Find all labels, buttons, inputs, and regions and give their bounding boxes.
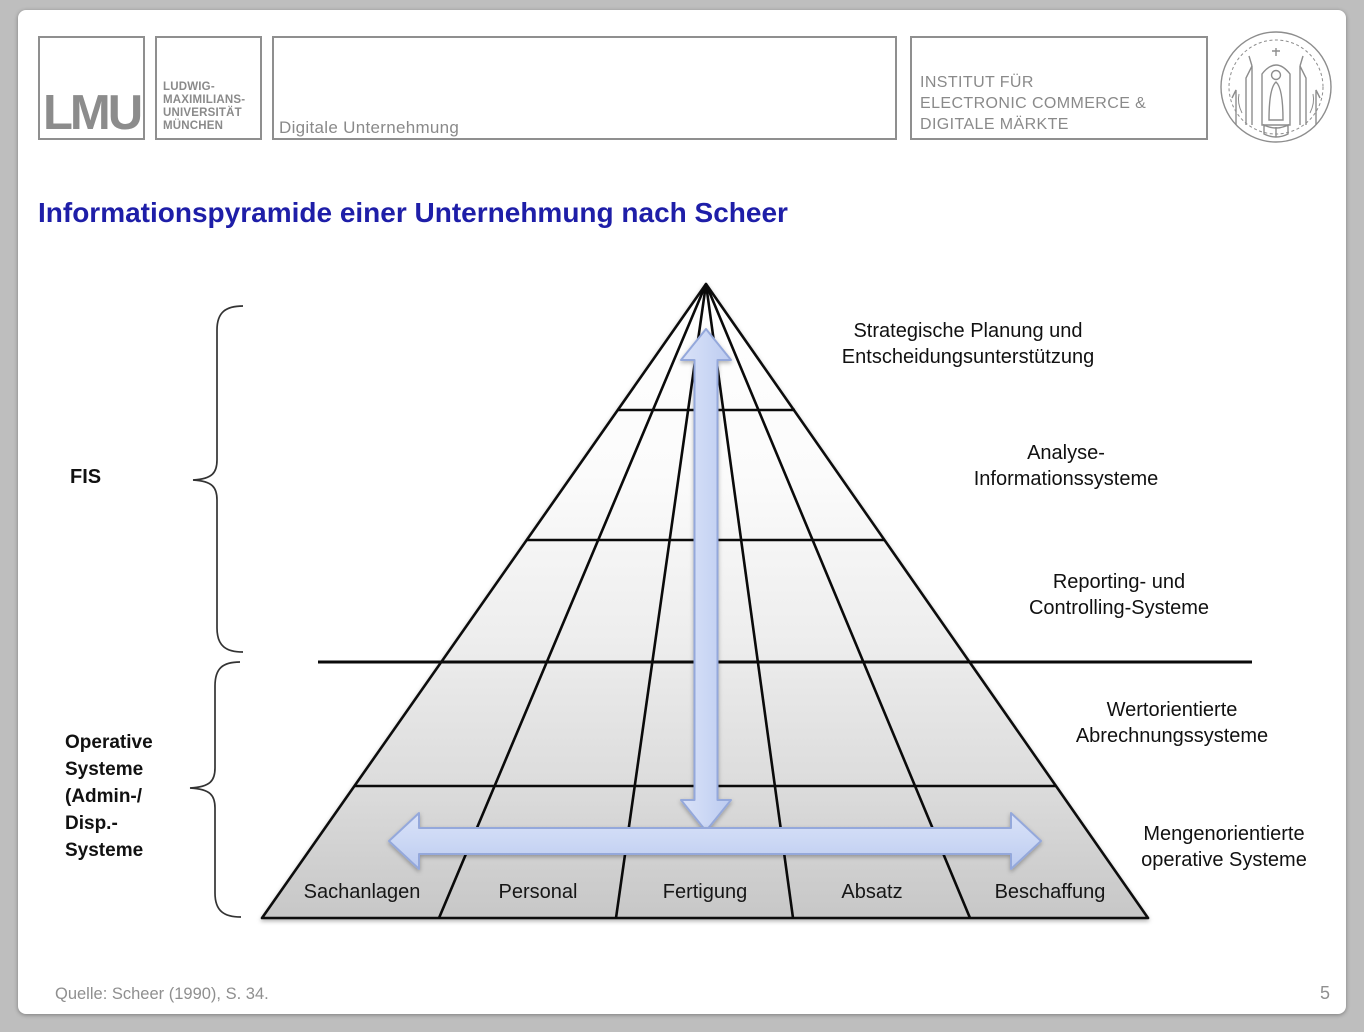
course-title: Digitale Unternehmung	[279, 118, 460, 137]
course-box: Digitale Unternehmung	[272, 36, 897, 140]
page-number: 5	[1320, 983, 1331, 1003]
institute-name: INSTITUT FÜR ELECTRONIC COMMERCE & DIGIT…	[920, 74, 1147, 133]
level-label-analyse-informationssysteme: Analyse- Informationssysteme	[973, 442, 1159, 490]
fis-brace	[192, 305, 244, 653]
operative-systems-label: Operative Systeme (Admin-/ Disp.- System…	[65, 732, 153, 861]
page-title: Informationspyramide einer Unternehmung …	[38, 197, 788, 228]
sector-label-beschaffung: Beschaffung	[994, 881, 1106, 903]
level-label-wertorientierte-abrechnungssysteme: Wertorientierte Abrechnungssysteme	[1075, 699, 1269, 747]
lmu-logo: LMU	[43, 86, 143, 140]
university-seal-icon	[1220, 31, 1332, 143]
operative-brace	[189, 661, 242, 918]
level-label-reporting-controlling: Reporting- und Controlling-Systeme	[1028, 571, 1210, 619]
pyramid-slant-lines	[437, 283, 972, 919]
lmu-logo-box: LMU	[38, 36, 145, 140]
institute-box: INSTITUT FÜR ELECTRONIC COMMERCE & DIGIT…	[910, 36, 1208, 140]
level-label-strategische-planung: Strategische Planung und Entscheidungsun…	[841, 320, 1095, 368]
fis-label: FIS	[70, 466, 102, 488]
level-label-mengenorientierte-operative: Mengenorientierte operative Systeme	[1141, 823, 1307, 871]
university-name: LUDWIG- MAXIMILIANS- UNIVERSITÄT MÜNCHEN	[163, 81, 246, 132]
sector-label-fertigung: Fertigung	[662, 881, 748, 903]
sector-label-personal: Personal	[498, 881, 578, 903]
source-citation: Quelle: Scheer (1990), S. 34.	[55, 985, 269, 1003]
sector-label-absatz: Absatz	[841, 881, 903, 903]
university-name-box: LUDWIG- MAXIMILIANS- UNIVERSITÄT MÜNCHEN	[155, 36, 262, 140]
horizontal-double-arrow	[388, 812, 1042, 870]
sector-label-sachanlagen: Sachanlagen	[303, 881, 421, 903]
